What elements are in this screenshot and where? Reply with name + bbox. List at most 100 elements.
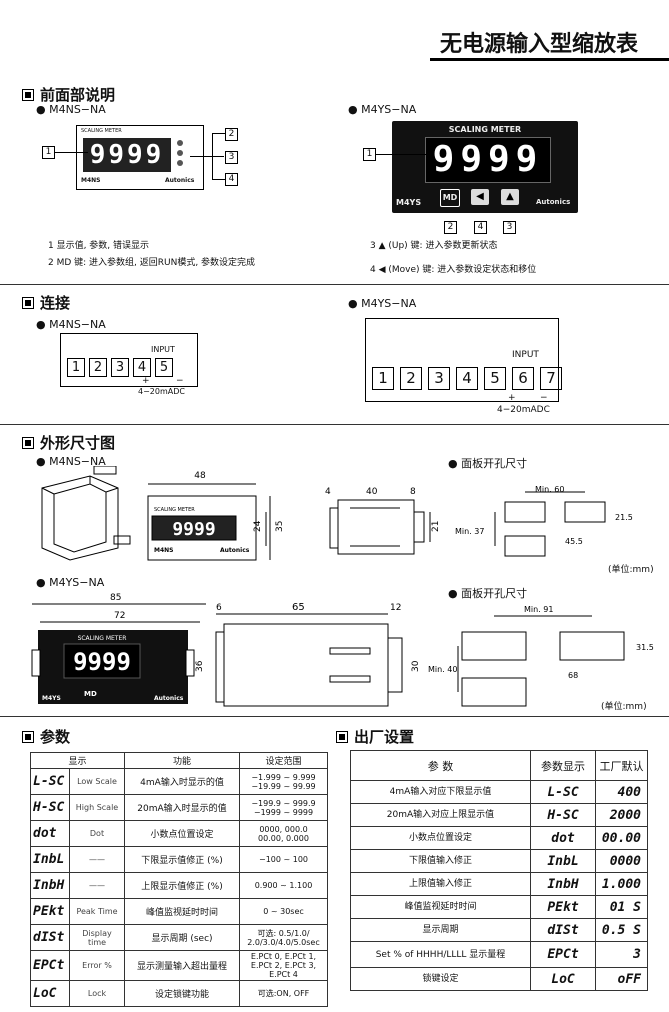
m4ns-cut-min60: Min. 60 (535, 485, 564, 494)
param-func: 设定锁键功能 (124, 980, 240, 1007)
front-m4ns-label: ● M4NS−NA (36, 103, 106, 116)
factory-default: 0000 (595, 849, 648, 873)
param-seg: InbL (30, 846, 70, 873)
param-seg: dISt (30, 924, 70, 951)
m4ns-front-meter: SCALING METER 9999 M4NS Autonics (76, 125, 204, 190)
front-note-4: 4 ◀ (Move) 键: 进入参数设定状态和移位 (370, 265, 537, 275)
m4ns-bracket-sketch (41, 466, 131, 561)
terminal: 1 (67, 358, 85, 377)
connect-m4ns-label: ● M4NS−NA (36, 318, 106, 331)
params-col-display: 显示 (30, 752, 125, 769)
m4ns-dim-48: 48 (194, 471, 206, 481)
param-name: High Scale (69, 794, 125, 821)
m4ys-callout-3: 3 (503, 221, 516, 234)
params-heading-text: 参数 (40, 728, 71, 746)
dims-unit-2: (单位:mm) (601, 702, 647, 712)
factory-seg: H-SC (530, 803, 596, 827)
factory-param: 小数点位置设定 (350, 826, 531, 850)
param-range: 0 ~ 30sec (239, 898, 328, 925)
m4ys-plus: + (508, 393, 516, 403)
m4ns-cut-45-5: 45.5 (565, 537, 583, 546)
m4ns-front-scaling: SCALING METER (154, 507, 195, 513)
terminal: 3 (111, 358, 129, 377)
terminal: 4 (133, 358, 151, 377)
m4ys-panel-cut-drawing: Min. 91 Min. 40 31.5 68 (428, 605, 654, 707)
m4ns-lcd-digits: 9999 (89, 140, 165, 170)
front-note-2: 2 MD 键: 进入参数组, 返回RUN模式, 参数设定完成 (48, 258, 256, 268)
m4ys-front-model: M4YS (42, 695, 61, 702)
param-name: Low Scale (69, 768, 125, 795)
m4ns-callout-4: 4 (225, 173, 238, 186)
param-name: Error % (69, 950, 125, 981)
m4ns-dim-24: 24 (253, 520, 263, 532)
m4ys-dim-30: 30 (411, 660, 421, 672)
params-col-func: 功能 (124, 752, 240, 769)
factory-col-default: 工厂默认 (595, 750, 648, 781)
m4ys-cut-31-5: 31.5 (636, 643, 654, 652)
square-bullet-icon (22, 730, 34, 743)
m4ns-minus: − (176, 376, 184, 386)
factory-param: Set % of HHHH/LLLL 显示量程 (350, 941, 531, 968)
m4ys-model: M4YS (396, 198, 422, 207)
factory-default: 0.5 S (595, 918, 648, 942)
up-key-icon (177, 160, 183, 166)
m4ys-front-lcd: 9999 (73, 648, 131, 676)
terminal: 4 (456, 367, 478, 390)
factory-col-param: 参 数 (350, 750, 531, 781)
m4ns-scaling-label: SCALING METER (81, 128, 122, 134)
m4ns-callout-3: 3 (225, 151, 238, 164)
factory-param: 4mA输入对应下限显示值 (350, 780, 531, 804)
factory-default: 400 (595, 780, 648, 804)
param-name: —— (69, 872, 125, 899)
params-heading: 参数 (22, 726, 70, 747)
terminal: 2 (89, 358, 107, 377)
factory-param: 显示周期 (350, 918, 531, 942)
dims-m4ns-cut-label: ● 面板开孔尺寸 (448, 457, 528, 470)
dims-heading-text: 外形尺寸图 (40, 434, 116, 452)
factory-seg: LoC (530, 967, 596, 991)
m4ys-scaling-label: SCALING METER (448, 125, 522, 134)
params-row: InbH——上限显示值修正 (%)0.900 ~ 1.100 (30, 872, 328, 899)
factory-seg: dISt (530, 918, 596, 942)
title-rule (430, 58, 669, 61)
factory-seg: InbH (530, 872, 596, 896)
m4ns-front-model: M4NS (154, 547, 174, 554)
factory-param: 20mA输入对应上限显示值 (350, 803, 531, 827)
param-seg: dot (30, 820, 70, 847)
factory-col-display: 参数显示 (530, 750, 596, 781)
front-note-1: 1 显示值, 参数, 错误显示 (48, 241, 150, 251)
m4ns-dim-8: 8 (410, 487, 416, 497)
m4ns-dim-40: 40 (366, 487, 378, 497)
terminal: 5 (155, 358, 173, 377)
factory-seg: PEkt (530, 895, 596, 919)
connect-heading: 连接 (22, 292, 70, 313)
param-func: 下限显示值修正 (%) (124, 846, 240, 873)
page-title: 无电源输入型缩放表 (440, 32, 639, 57)
param-name: Peak Time (69, 898, 125, 925)
factory-param: 峰值监视延时时间 (350, 895, 531, 919)
m4ys-lcd-digits: 9999 (432, 139, 544, 180)
m4ys-signal: 4−20mADC (497, 405, 550, 415)
terminal: 1 (372, 367, 394, 390)
divider-3 (0, 716, 669, 717)
factory-default: oFF (595, 967, 648, 991)
m4ns-callout-2: 2 (225, 128, 238, 141)
m4ys-cut-68: 68 (568, 671, 578, 680)
factory-seg: InbL (530, 849, 596, 873)
param-range: −100 ~ 100 (239, 846, 328, 873)
factory-seg: dot (530, 826, 596, 850)
m4ys-move-key-icon: ◀ (471, 189, 489, 205)
factory-param: 下限值输入修正 (350, 849, 531, 873)
param-seg: H-SC (30, 794, 70, 821)
dims-m4ys-cut-label: ● 面板开孔尺寸 (448, 587, 528, 600)
